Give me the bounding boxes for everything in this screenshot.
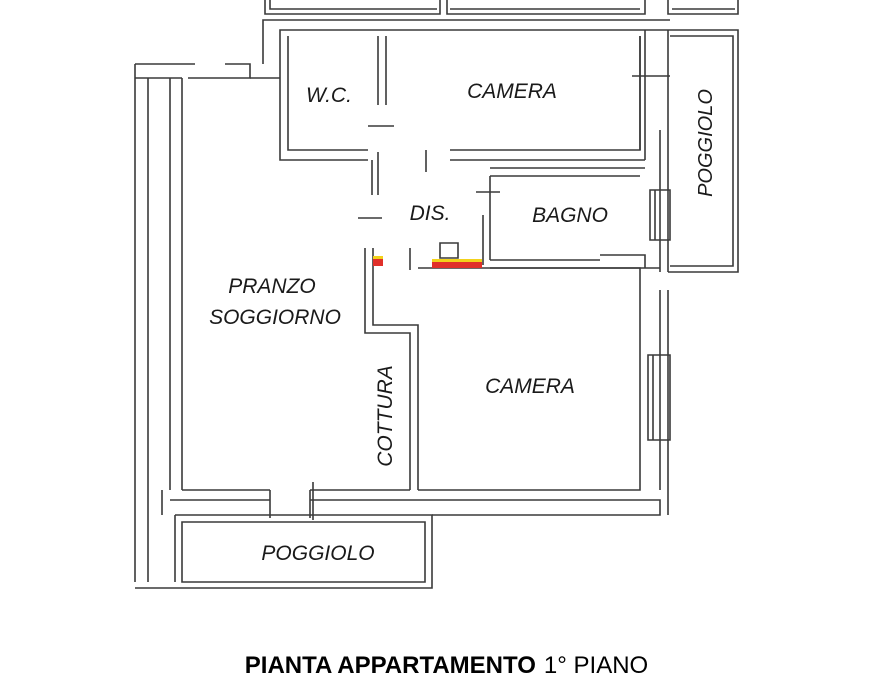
camera-bottom-outline — [418, 267, 641, 491]
wall-upper-block — [250, 19, 670, 161]
bagno-bottom-wall — [490, 254, 660, 269]
cottura-wall — [364, 248, 419, 490]
outer-wall-top-left — [135, 63, 251, 79]
dis-partitions — [358, 125, 500, 219]
highlight-yellow-right — [432, 259, 482, 262]
camera-top-right-wall — [639, 30, 646, 160]
top-wall-strip-inner — [269, 0, 735, 10]
highlight-red-left — [373, 256, 383, 266]
room-label-poggiolo-bottom: POGGIOLO — [261, 542, 374, 565]
dis-door — [439, 242, 459, 259]
room-label-bagno: BAGNO — [532, 204, 608, 227]
right-balcony — [668, 29, 739, 273]
right-outer-wall — [659, 30, 669, 515]
room-labels: W.C. CAMERA POGGIOLO DIS. BAGNO PRANZO S… — [209, 80, 717, 565]
top-wall-strip — [264, 0, 739, 15]
room-label-cottura: COTTURA — [374, 365, 397, 467]
highlight-yellow-left — [373, 256, 383, 259]
room-label-camera-bottom: CAMERA — [485, 375, 575, 398]
bagno-top-wall — [490, 167, 645, 177]
right-window-1 — [649, 189, 671, 241]
room-label-soggiorno: SOGGIORNO — [209, 306, 341, 329]
outer-wall-left — [134, 64, 183, 582]
room-label-pranzo: PRANZO — [228, 275, 316, 298]
highlight-red-right — [432, 260, 482, 268]
room-label-wc: W.C. — [306, 84, 352, 107]
right-window-2 — [647, 354, 671, 441]
walls — [134, 0, 739, 589]
wc-camera-partition — [377, 36, 387, 105]
bottom-balcony — [135, 490, 433, 589]
room-label-poggiolo-right: POGGIOLO — [695, 89, 717, 197]
highlights — [373, 256, 482, 268]
room-label-camera-top: CAMERA — [467, 80, 557, 103]
room-label-dis: DIS. — [410, 202, 451, 225]
caption-title: PIANTA APPARTAMENTO — [244, 652, 536, 679]
floor-plan: W.C. CAMERA POGGIOLO DIS. BAGNO PRANZO S… — [134, 0, 739, 589]
bagno-left-wall — [482, 176, 491, 265]
plan-caption: PIANTA APPARTAMENTO 1° PIANO — [0, 652, 893, 680]
bottom-door — [269, 482, 314, 520]
bottom-outer-wall — [170, 489, 661, 516]
caption-floor: 1° PIANO — [543, 652, 649, 679]
